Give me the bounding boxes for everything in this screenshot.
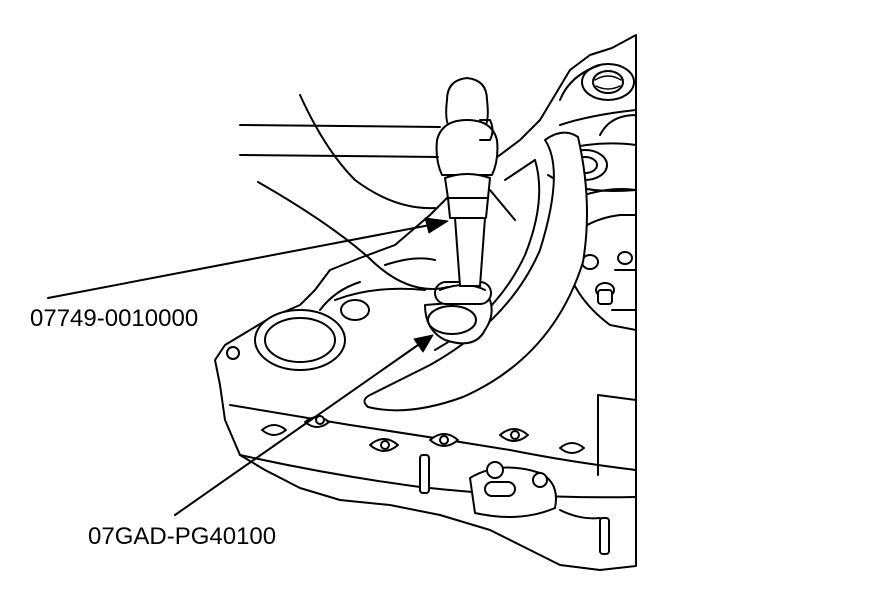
- transmission-housing: [214, 34, 637, 571]
- hand-outline: [239, 94, 536, 290]
- lower-details: [419, 394, 637, 555]
- bolt-cluster: [559, 214, 637, 331]
- ring-boss: [559, 63, 637, 126]
- callout-leader-1: [47, 217, 449, 299]
- callout-leader-2: [174, 334, 434, 516]
- driver-tool: [424, 281, 493, 345]
- left-boss: [226, 281, 426, 371]
- hammer-icon: [435, 77, 499, 287]
- callout-label-special-tool-2: 07GAD-PG40100: [88, 523, 277, 550]
- callout-label-special-tool-1: 07749-0010000: [30, 305, 199, 332]
